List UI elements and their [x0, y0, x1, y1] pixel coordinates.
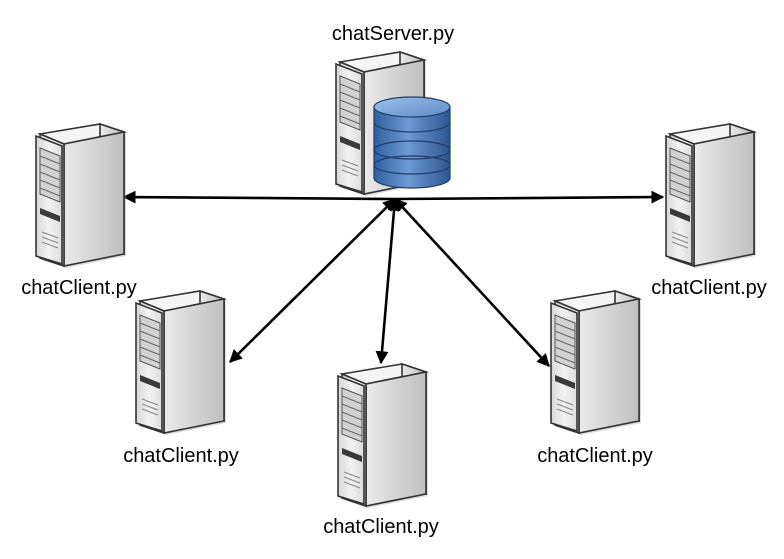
server-tower-icon: [337, 363, 429, 509]
server-tower-icon: [35, 123, 127, 269]
client-node-bottom-left: chatClient.py: [123, 290, 239, 467]
database-icon: [373, 96, 451, 189]
connector-bottom: [375, 197, 401, 365]
server-label: chatServer.py: [332, 23, 454, 45]
server-tower-icon: [550, 290, 642, 436]
client-label: chatClient.py: [123, 445, 239, 467]
client-node-left: chatClient.py: [21, 123, 137, 299]
client-node-bottom: chatClient.py: [323, 363, 439, 538]
client-node-bottom-right: chatClient.py: [537, 290, 653, 467]
connector-bottom-right: [394, 198, 550, 367]
server-tower-icon: [665, 123, 757, 269]
client-node-right: chatClient.py: [651, 123, 767, 299]
server-tower-icon: [135, 290, 227, 436]
client-label: chatClient.py: [323, 516, 439, 538]
connections: [122, 190, 665, 367]
client-label: chatClient.py: [537, 445, 653, 467]
client-label: chatClient.py: [651, 277, 767, 299]
connector-right: [394, 190, 665, 204]
connector-bottom-left: [229, 198, 396, 363]
server-node: chatServer.py: [332, 23, 454, 197]
connector-left: [122, 190, 396, 204]
client-label: chatClient.py: [21, 277, 137, 299]
